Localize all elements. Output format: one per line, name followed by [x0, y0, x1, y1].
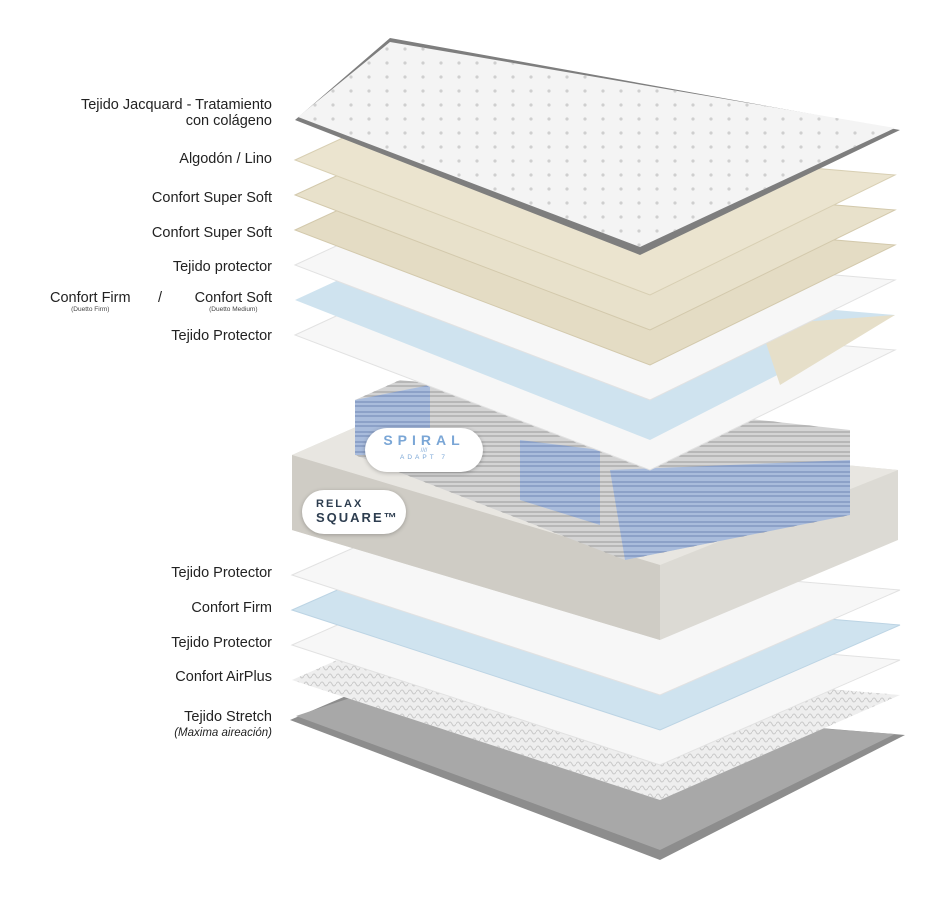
label-confort-firm: Confort Firm: [191, 600, 272, 616]
label-confort-airplus: Confort AirPlus: [175, 669, 272, 685]
spiral-adapt-badge: SPIRAL //// ADAPT 7: [365, 428, 483, 472]
duetto-right-text: Confort Soft: [194, 290, 272, 306]
label-sub: (Maxima aireación): [174, 727, 272, 739]
label-tejido-protector-top-2: Tejido Protector: [171, 328, 272, 344]
label-tejido-protector-top-1: Tejido protector: [172, 259, 272, 275]
label-line: Tejido Jacquard - Tratamiento: [80, 97, 272, 113]
duetto-left-text: Confort Firm: [50, 290, 131, 306]
duetto-left-sub: (Duetto Firm): [71, 306, 110, 313]
label-tejido-stretch: Tejido Stretch (Maxima aireación): [174, 709, 272, 741]
label-line: Tejido Stretch: [184, 709, 272, 725]
badge-title: RELAX: [316, 498, 364, 510]
label-line: con colágeno: [185, 113, 272, 129]
label-algodon-lino: Algodón / Lino: [179, 151, 272, 167]
label-confort-super-soft-2: Confort Super Soft: [151, 225, 272, 241]
label-tejido-jacquard: Tejido Jacquard - Tratamiento con coláge…: [81, 97, 272, 129]
duetto-right: Confort Soft(Duetto Medium): [195, 290, 272, 313]
badge-subtitle: ADAPT 7: [400, 454, 448, 461]
label-tejido-protector-bottom-2: Tejido Protector: [171, 635, 272, 651]
relax-square-badge: RELAX SQUARE™: [302, 490, 406, 534]
layer-tejido-jacquard: [295, 38, 900, 255]
spiral-mark-icon: ////: [420, 448, 428, 454]
badge-title: SPIRAL: [383, 432, 465, 448]
duetto-left: Confort Firm(Duetto Firm): [50, 290, 131, 313]
label-confort-super-soft-1: Confort Super Soft: [151, 190, 272, 206]
badge-subtitle: SQUARE™: [316, 510, 399, 525]
duetto-separator: /: [158, 290, 163, 306]
label-tejido-protector-bottom-1: Tejido Protector: [171, 565, 272, 581]
duetto-right-sub: (Duetto Medium): [209, 306, 258, 313]
